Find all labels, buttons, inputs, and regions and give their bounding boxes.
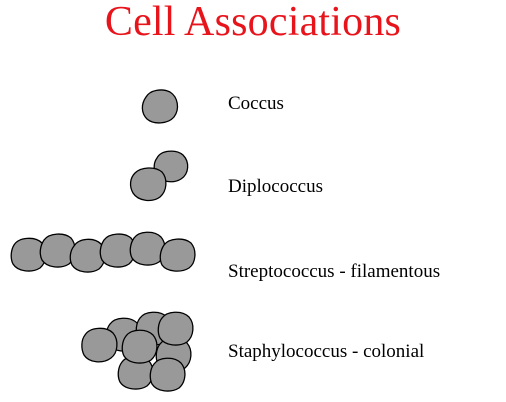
- diplococcus-illustration: [129, 150, 189, 202]
- diplococcus-label: Diplococcus: [228, 176, 323, 197]
- diplococcus-cell: [129, 167, 167, 202]
- coccus-label: Coccus: [228, 93, 284, 114]
- page-title: Cell Associations: [104, 0, 402, 45]
- streptococcus-cell: [159, 238, 196, 272]
- staphylococcus-cell: [157, 311, 194, 346]
- streptococcus-cell: [10, 237, 47, 272]
- streptococcus-cell: [129, 231, 166, 266]
- streptococcus-illustration: [10, 231, 196, 273]
- streptococcus-cell: [39, 233, 76, 268]
- staphylococcus-label: Staphylococcus - colonial: [228, 341, 425, 362]
- staphylococcus-cell: [121, 329, 158, 364]
- coccus-illustration: [141, 89, 179, 124]
- coccus-cell: [141, 89, 179, 124]
- streptococcus-cell: [69, 238, 106, 273]
- staphylococcus-cell: [149, 357, 186, 392]
- streptococcus-label: Streptococcus - filamentous: [228, 261, 441, 282]
- staphylococcus-illustration: [81, 311, 194, 392]
- staphylococcus-cell: [81, 327, 118, 363]
- streptococcus-cell: [99, 233, 136, 268]
